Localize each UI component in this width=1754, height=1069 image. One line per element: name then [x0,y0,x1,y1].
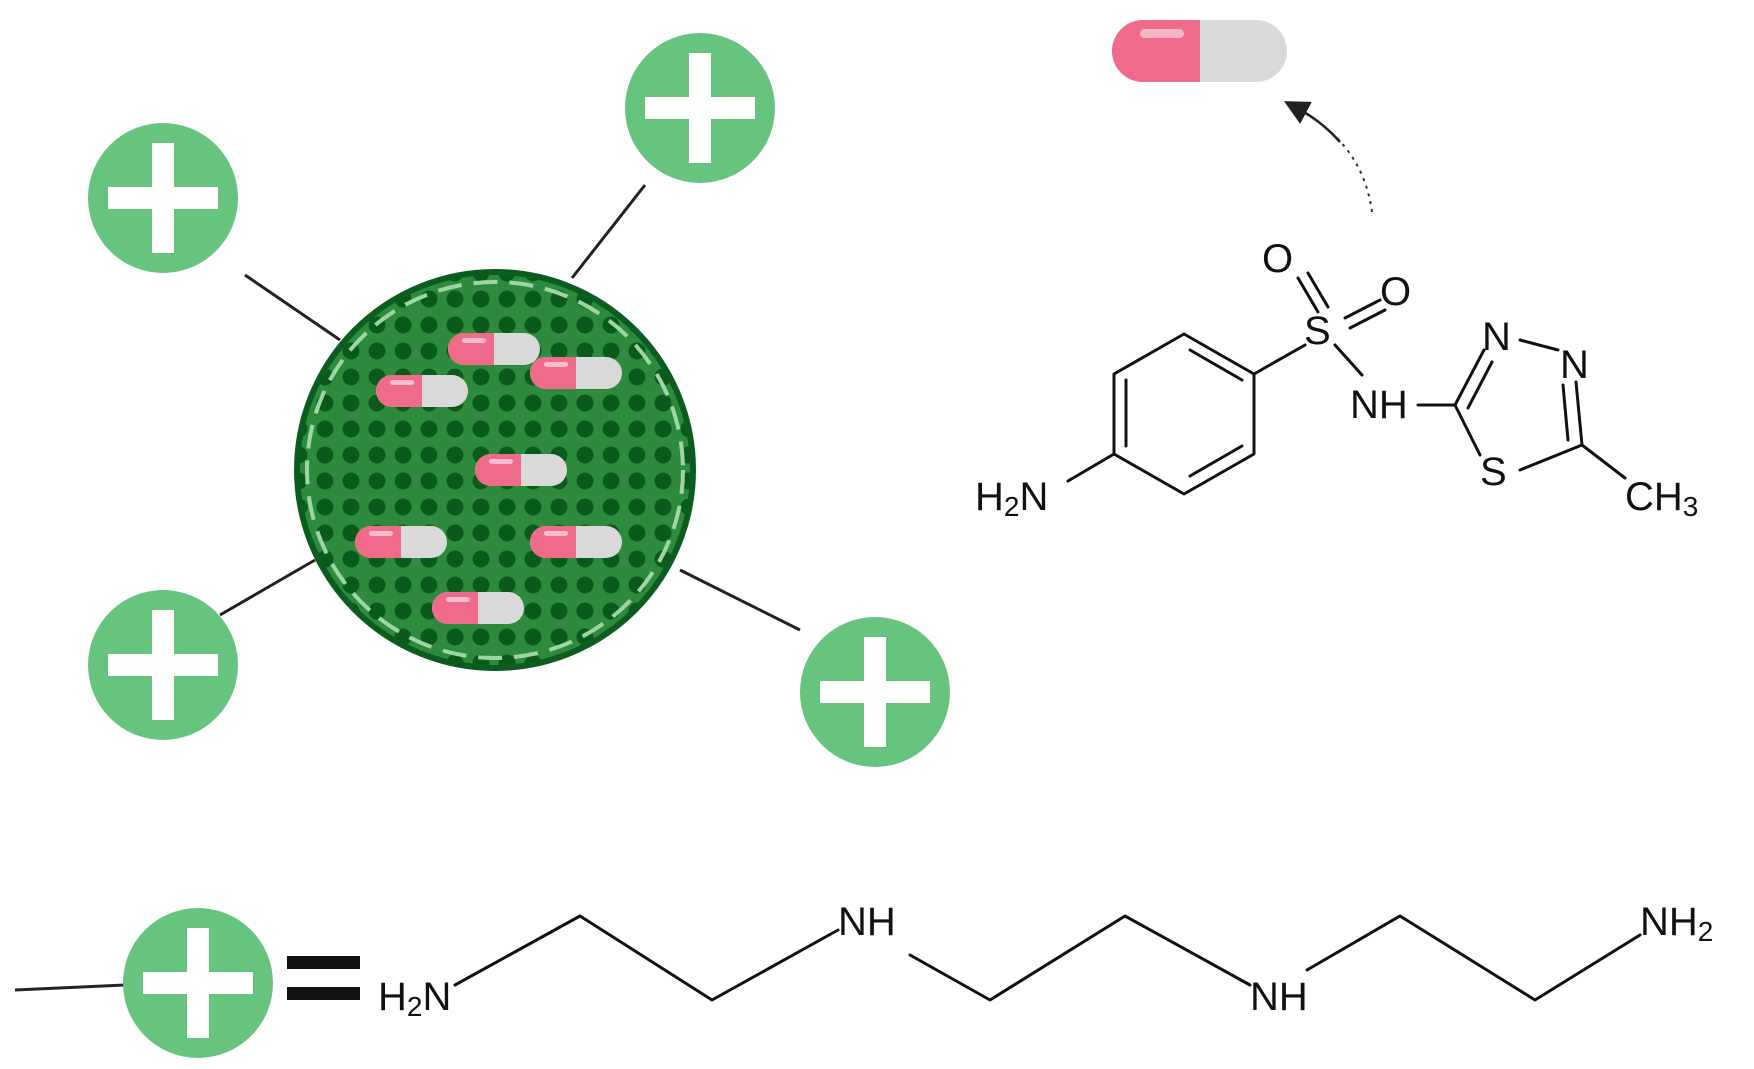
plus-in-circle-icon [88,590,238,740]
capsule-icon [376,375,468,407]
capsule-icon [432,592,524,624]
atom-label-s-sulfonyl: S [1304,309,1331,353]
tether-line-bottom-left [219,558,316,617]
arrow-dotted-tail [1299,109,1373,213]
atom-label-n-left: N [1482,315,1511,359]
amine-label-drug: H2N [975,475,1048,522]
capsule-icon [475,454,567,486]
tether-line-bottom-right [679,568,801,632]
plus-in-circle-icon [800,617,950,767]
tether-line-legend [14,983,126,992]
tether-line-top-right [570,184,647,279]
plus-in-circle-icon [625,33,775,183]
amine-label-chain-end: NH2 [1640,900,1713,947]
amine-label-nh-1: NH [838,900,896,944]
plus-in-circle-icon [88,123,238,273]
tether-line-top-left [244,273,341,342]
atom-label-nh: NH [1350,383,1408,427]
capsule-icon [1112,20,1287,82]
nanoparticle-dashed-shell [305,280,685,660]
amine-label-chain-start: H2N [378,975,451,1022]
capsule-icon [530,357,622,389]
atom-label-o-right: O [1380,270,1411,314]
capsule-icon [448,333,540,365]
plus-in-circle-icon [123,908,273,1058]
arrow-icon [1283,101,1341,143]
amine-label-nh-2: NH [1250,975,1308,1019]
atom-label-o-top: O [1262,237,1293,281]
equals-sign-icon [287,956,360,1000]
atom-label-n-right: N [1560,343,1589,387]
atom-label-s-ring: S [1480,450,1507,494]
capsule-icon [530,526,622,558]
capsule-icon [355,526,447,558]
benzene-ring [1112,332,1256,496]
polyamine-chain: H2N NH NH NH2 [378,900,1713,1022]
drug-molecule: O O S NH N N S CH3 H2N [975,237,1698,522]
methyl-label: CH3 [1625,475,1698,522]
